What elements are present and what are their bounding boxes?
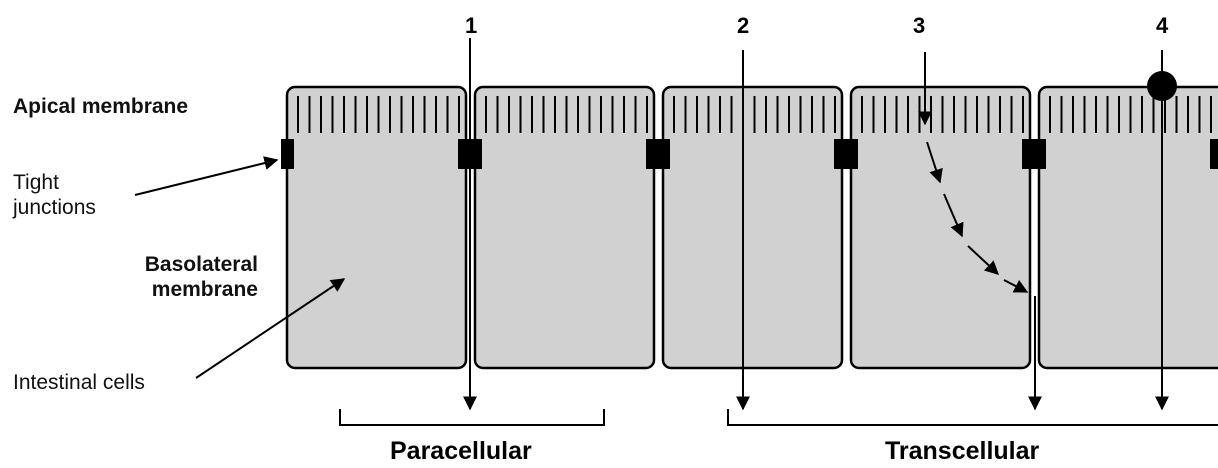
paracellular-bracket — [339, 409, 605, 426]
transcellular-label: Transcellular — [885, 437, 1040, 465]
tight-junctions-label-line1: Tight — [13, 171, 59, 194]
pathway-3-number: 3 — [913, 13, 926, 38]
intestinal-cell-1 — [285, 85, 468, 370]
pathway-1-number: 1 — [465, 13, 478, 38]
basolateral-membrane-label: Basolateral membrane — [100, 252, 258, 302]
pathway-2-number: 2 — [737, 13, 750, 38]
pathway-4-arrow — [1147, 50, 1177, 411]
tight-junctions-label-line2: junctions — [13, 196, 96, 219]
tight-junction — [1022, 139, 1046, 169]
pathway-3-arrow — [918, 52, 1042, 411]
tight-junction — [1210, 139, 1218, 169]
pathway-4-number: 4 — [1156, 13, 1169, 38]
cells — [285, 85, 1218, 370]
tight-junctions-label: Tight junctions — [13, 170, 96, 220]
transcellular-bracket — [727, 409, 1218, 426]
microvilli — [297, 96, 1212, 133]
apical-membrane-label: Apical membrane — [13, 95, 189, 118]
paracellular-label: Paracellular — [390, 437, 532, 465]
intestinal-cells-pointer — [195, 278, 346, 379]
intestinal-cells-label: Intestinal cells — [13, 371, 145, 394]
intestinal-cell-2 — [473, 85, 656, 370]
intestinal-cell-5 — [1037, 85, 1218, 370]
tight-junction — [281, 139, 294, 169]
intestinal-cell-4 — [849, 85, 1032, 370]
basolateral-label-line2: membrane — [151, 278, 258, 301]
intestinal-cell-3 — [661, 85, 844, 370]
basolateral-label-line1: Basolateral — [144, 253, 258, 276]
tight-junction — [646, 139, 670, 169]
tight-junction — [834, 139, 858, 169]
tight-junctions — [281, 139, 1218, 169]
carrier-protein — [1147, 71, 1177, 101]
tight-junctions-pointer — [134, 156, 279, 196]
